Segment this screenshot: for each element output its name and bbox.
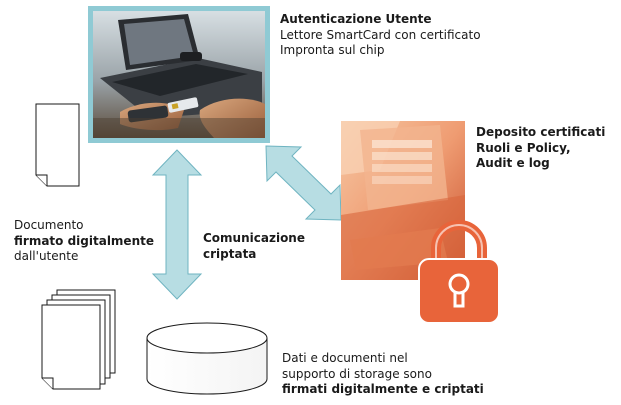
storage-line3: firmati digitalmente e criptati [282, 382, 484, 396]
signed-doc-line3: dall'utente [14, 249, 79, 263]
double-arrow-icon [151, 149, 203, 300]
channel-label: Comunicazione criptata [203, 231, 305, 262]
user-auth-title: Autenticazione Utente [280, 12, 432, 26]
document-stack-icon [41, 289, 116, 390]
diagonal-double-arrow-icon [265, 145, 342, 221]
storage-label: Dati e documenti nel supporto di storage… [282, 351, 484, 398]
signed-doc-line2: firmato digitalmente [14, 233, 154, 248]
signed-doc-label: Documento firmato digitalmente dall'uten… [14, 218, 154, 265]
storage-line2: supporto di storage sono [282, 366, 432, 381]
storage-line1: Dati e documenti nel [282, 351, 408, 365]
document-icon [35, 103, 80, 187]
channel-line2: criptata [203, 246, 257, 261]
repository-line2: Ruoli e Policy, [476, 140, 571, 155]
signed-doc-line1: Documento [14, 218, 84, 232]
database-cylinder-icon [146, 322, 268, 395]
repository-line1: Deposito certificati [476, 125, 606, 139]
padlock-icon [418, 220, 500, 324]
repository-line3: Audit e log [476, 156, 550, 170]
user-auth-line1: Lettore SmartCard con certificato [280, 27, 481, 42]
user-auth-line2: Impronta sul chip [280, 43, 385, 57]
user-auth-label: Autenticazione Utente Lettore SmartCard … [280, 12, 481, 59]
server-photo [341, 121, 465, 280]
channel-line1: Comunicazione [203, 231, 305, 245]
laptop-smartcard-photo [88, 6, 270, 143]
repository-label: Deposito certificati Ruoli e Policy, Aud… [476, 125, 605, 172]
